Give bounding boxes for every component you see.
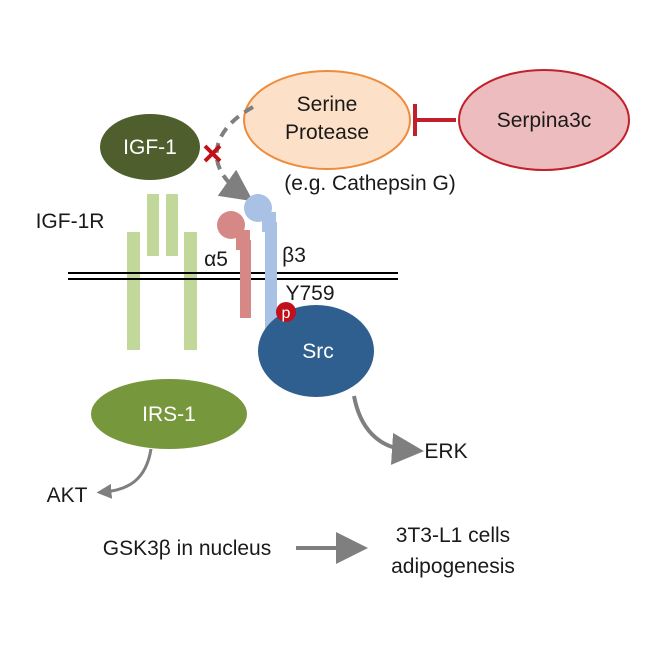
irs1-node [91,379,247,449]
cell-membrane [68,272,398,280]
blocked-x-mark [203,144,222,163]
gsk3b-label: GSK3β in nucleus [103,537,272,560]
serine-protease-node [243,70,411,170]
alpha5-integrin [217,211,251,318]
inhibition-arrow [413,104,456,136]
beta3-label: β3 [282,244,306,267]
irs1-label: IRS-1 [142,403,196,426]
serpina3c-node [458,69,630,171]
phospho-badge [276,302,296,322]
erk-label: ERK [424,440,467,463]
beta3-integrin [244,194,277,334]
outcome-label-line2: adipogenesis [391,555,515,578]
src-label: Src [302,340,334,363]
y759-label: Y759 [285,282,334,305]
src-node [258,305,374,397]
igf1-node [100,114,200,180]
outcome-label-line1: 3T3-L1 cells [396,524,510,547]
serpina3c-label: Serpina3c [497,109,592,132]
alpha5-label: α5 [204,248,228,271]
irs1-to-akt-arrow [96,448,153,499]
igf1r-label: IGF-1R [36,210,105,233]
serine-protease-example: (e.g. Cathepsin G) [284,172,456,195]
serine-protease-label-line1: Serine [297,93,358,116]
igf1r-receptor [127,194,197,350]
igf1-label: IGF-1 [123,136,177,159]
phospho-label: p [282,305,291,322]
src-to-erk-arrow [352,395,424,465]
serine-protease-label-line2: Protease [285,121,369,144]
akt-label: AKT [47,484,88,507]
